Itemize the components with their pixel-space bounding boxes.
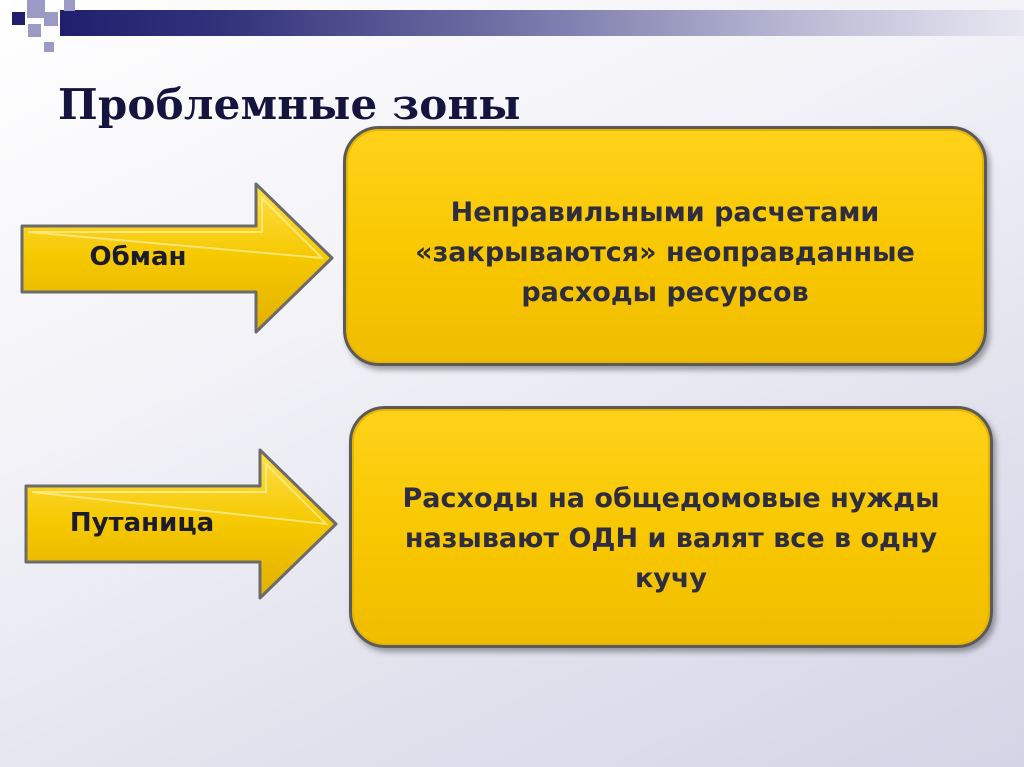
deco-square-2: [27, 0, 45, 18]
description-box-obman: Неправильными расчетами «закрываются» не…: [343, 126, 987, 366]
arrow-label-obman: Обман: [89, 242, 187, 272]
header-gradient-bar: [60, 10, 1024, 36]
arrow-shape-icon: [24, 448, 338, 600]
description-box-putanitsa: Расходы на общедомовые нужды называют ОД…: [349, 406, 993, 648]
deco-square-5: [64, 0, 75, 11]
description-text-obman: Неправильными расчетами «закрываются» не…: [415, 197, 915, 308]
arrow-obman: Обман: [18, 180, 338, 336]
deco-square-1: [12, 12, 25, 25]
arrow-putanitsa: Путаница: [22, 446, 342, 602]
deco-square-3: [44, 12, 58, 26]
deco-square-4: [28, 24, 41, 37]
arrow-label-putanitsa: Путаница: [69, 508, 215, 538]
arrow-shape-icon: [20, 182, 334, 334]
description-text-putanitsa: Расходы на общедомовые нужды называют ОД…: [402, 483, 940, 594]
deco-square-6: [44, 42, 54, 52]
page-title: Проблемные зоны: [58, 80, 521, 130]
